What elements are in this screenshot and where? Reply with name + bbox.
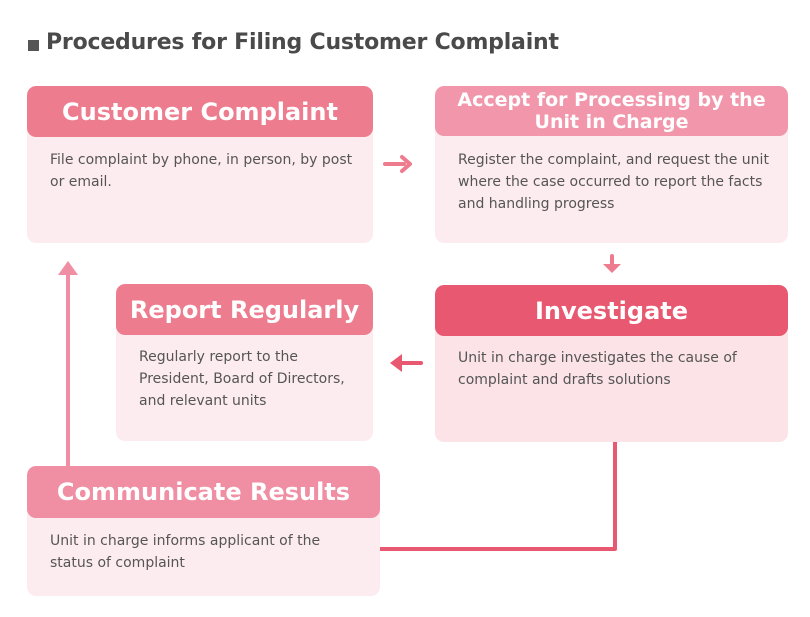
step-communicate-results: Communicate Results Unit in charge infor…: [27, 466, 380, 596]
step-customer-complaint: Customer Complaint File complaint by pho…: [27, 86, 373, 243]
step-accept-for-processing: Accept for Processing by the Unit in Cha…: [435, 86, 788, 243]
step-header: Communicate Results: [27, 466, 380, 518]
arrow-accept-to-investigate: [603, 254, 621, 273]
arrow-communicate-to-complaint: [58, 261, 78, 466]
step-header: Report Regularly: [116, 284, 373, 335]
title-marker-square: [28, 40, 39, 51]
step-description: Unit in charge investigates the cause of…: [458, 350, 737, 388]
step-description: Unit in charge informs applicant of the …: [50, 533, 321, 571]
arrow-complaint-to-accept: [383, 155, 412, 173]
step-description: File complaint by phone, in person, by p…: [50, 152, 353, 190]
page-title: Procedures for Filing Customer Complaint: [46, 30, 559, 55]
step-report-regularly: Report Regularly Regularly report to the…: [116, 284, 373, 441]
arrow-investigate-to-report: [390, 354, 423, 372]
step-description: Register the complaint, and request the …: [458, 152, 769, 212]
step-description: Regularly report to the President, Board…: [139, 349, 345, 409]
step-investigate: Investigate Unit in charge investigates …: [435, 285, 788, 442]
arrow-investigate-to-communicate: [380, 442, 617, 551]
step-header: Customer Complaint: [27, 86, 373, 137]
step-header: Accept for Processing by the Unit in Cha…: [435, 86, 788, 136]
step-header: Investigate: [435, 285, 788, 336]
